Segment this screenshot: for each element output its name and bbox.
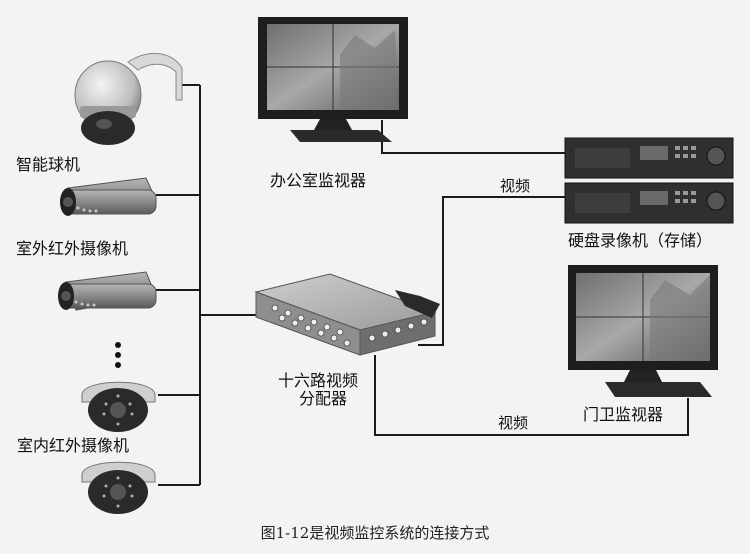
office-monitor-label: 办公室监视器: [270, 171, 367, 190]
dvr-icon: [564, 137, 734, 224]
figure-caption: 图1-12是视频监控系统的连接方式: [260, 524, 490, 542]
smart-dome-camera-icon: [74, 52, 183, 145]
wire-office-monitor-to-dvr: [381, 120, 565, 154]
video-distributor-icon: [254, 273, 440, 356]
dvr-label: 硬盘录像机（存储）: [568, 231, 713, 250]
outdoor-ir-camera-label: 室外红外摄像机: [16, 239, 129, 258]
video-label-bottom: 视频: [498, 414, 529, 432]
smart-dome-camera-label: 智能球机: [16, 155, 81, 174]
video-distributor-label-line1: 十六路视频: [278, 371, 359, 390]
video-distributor-label-line2: 分配器: [299, 389, 348, 408]
indoor-ir-camera-label: 室内红外摄像机: [17, 436, 130, 455]
gate-monitor-label: 门卫监视器: [583, 405, 664, 424]
indoor-ir-camera-1-icon: [81, 381, 156, 432]
indoor-ir-camera-2-icon: [81, 461, 156, 514]
gate-monitor-icon: [568, 265, 718, 397]
wire-distributor-to-gate-monitor: [374, 355, 689, 436]
wires: [156, 84, 689, 486]
outdoor-ir-camera-icon: [60, 177, 157, 216]
wire-distributor-to-dvr: [418, 196, 565, 346]
bullet-camera-2-icon: [58, 271, 157, 311]
video-label-top: 视频: [500, 177, 531, 195]
more-cameras-ellipsis: [115, 342, 121, 368]
office-monitor-icon: [258, 17, 408, 142]
